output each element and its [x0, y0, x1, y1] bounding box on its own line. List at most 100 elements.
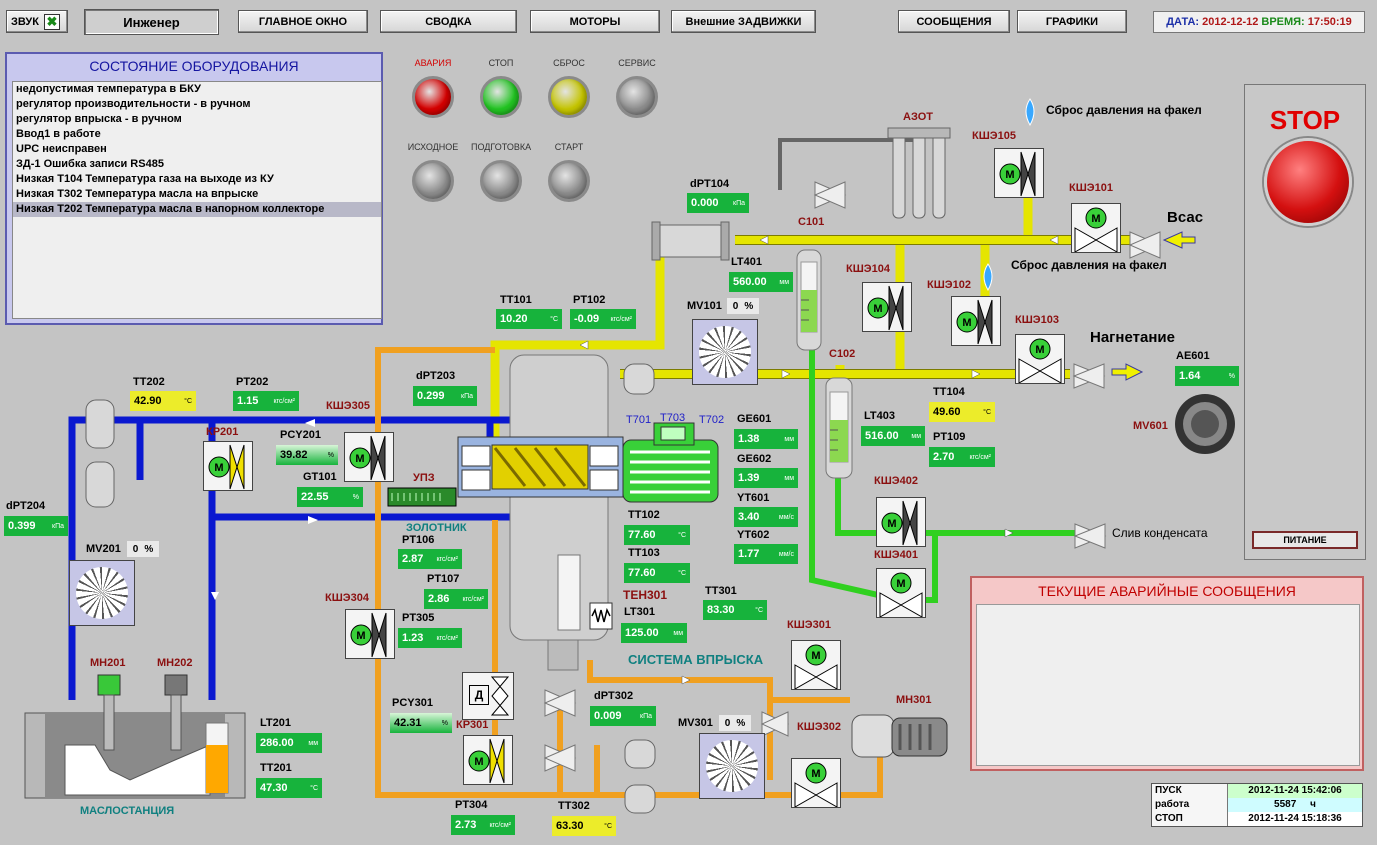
role-button[interactable]: Инженер [84, 9, 219, 35]
status-lamp-label: ПОДГОТОВКА [471, 142, 532, 152]
motor-valve-ksh3101[interactable]: M [1071, 203, 1121, 253]
equipment-state-item[interactable]: недопустимая температура в БКУ [16, 83, 201, 95]
reading-unit: °C [755, 606, 763, 614]
equipment-state-item[interactable]: регулятор впрыска - в ручном [16, 113, 182, 125]
mv101-unit: % [744, 300, 754, 312]
reading-label-ae601: AE601 [1176, 350, 1210, 362]
reading-label-tt201: TT201 [260, 762, 292, 774]
reading-value: 49.60 [933, 406, 961, 418]
motor-valve-ksh3104[interactable]: M [862, 282, 912, 332]
equipment-state-item[interactable]: Низкая Т202 Температура масла в напорном… [13, 202, 381, 217]
motors-button[interactable]: МОТОРЫ [530, 10, 660, 33]
status-lamp-label: АВАРИЯ [414, 58, 452, 68]
check-valve-k3301[interactable]: Д [462, 672, 514, 720]
reading-unit: мм [308, 739, 318, 747]
label-zolotnik: ЗОЛОТНИК [406, 522, 467, 534]
valve-label-ksh3302: КШЭ302 [797, 721, 841, 733]
emergency-stop-label: STOP [1269, 105, 1341, 135]
equipment-state-item[interactable]: UPC неисправен [16, 143, 107, 155]
reading-label-tt302: TT302 [558, 800, 590, 812]
reading-value: 83.30 [707, 604, 735, 616]
run-info-work-hours: 5587 [1274, 799, 1297, 810]
oil-pump-mn201-icon [97, 674, 121, 751]
reading-unit: °C [983, 408, 991, 416]
motor-valve-ksh3401[interactable]: M [876, 568, 926, 618]
label-flare-1: Сброс давления на факел [1046, 103, 1202, 117]
messages-button[interactable]: СООБЩЕНИЯ [898, 10, 1010, 33]
label-mv601: MV601 [1133, 420, 1168, 432]
motor-valve-ksh3305[interactable]: M [344, 432, 394, 482]
compressor-icon [457, 354, 624, 671]
sound-toggle-button[interactable]: ЗВУК ✖ [6, 10, 68, 33]
equipment-state-item[interactable]: Низкая Т104 Температура газа на выходе и… [16, 173, 274, 185]
status-lamp-label: ИСХОДНОЕ [407, 142, 459, 152]
valve-symbol-icon [491, 676, 509, 716]
reading-value: 286.00 [260, 737, 294, 749]
current-alarms-list[interactable] [976, 604, 1360, 766]
mv201-readout: 0% [127, 541, 159, 557]
charts-button[interactable]: ГРАФИКИ [1017, 10, 1127, 33]
valve-actuator-icon: M [350, 612, 387, 658]
summary-button[interactable]: СВОДКА [380, 10, 517, 33]
main-window-button[interactable]: ГЛАВНОЕ ОКНО [238, 10, 368, 33]
equipment-state-item[interactable]: ЗД-1 Ошибка записи RS485 [16, 158, 164, 170]
flare-flame-icon [983, 98, 1035, 292]
equipment-state-item[interactable]: Низкая Т302 Температура масла на впрыске [16, 188, 259, 200]
mv301-readout: 0% [719, 715, 751, 731]
equipment-state-title: СОСТОЯНИЕ ОБОРУДОВАНИЯ [7, 54, 381, 78]
reading-value: -0.09 [574, 313, 600, 325]
run-info-stop-value: 2012-11-24 15:18:36 [1228, 812, 1362, 826]
motor-valve-ksh3103[interactable]: M [1015, 334, 1065, 384]
motor-valve-ksh3304[interactable]: M [345, 609, 395, 659]
reading-value: 39.82 [280, 449, 308, 461]
emergency-stop-panel: STOP ПИТАНИЕ [1244, 84, 1366, 560]
reading-value: 3.40 [738, 511, 760, 523]
svg-text:M: M [896, 578, 905, 590]
fan-mv201-icon[interactable] [69, 560, 135, 626]
reading-label-dpt204: dPT204 [6, 500, 46, 512]
fan-mv101-icon[interactable] [692, 319, 758, 385]
label-t703: T703 [660, 412, 686, 424]
svg-text:M: M [1035, 344, 1044, 356]
reading-tt201: 47.30°C [256, 778, 322, 798]
valve-actuator-icon: M [794, 644, 838, 690]
run-info-start-label: ПУСК [1152, 784, 1228, 798]
reading-label-pt305: PT305 [402, 612, 435, 624]
valve-actuator-icon: M [794, 762, 838, 808]
reading-label-ge602: GE602 [737, 453, 772, 465]
motor-valve-ksh3402[interactable]: M [876, 497, 926, 547]
status-lamp-label: СБРОС [553, 58, 585, 68]
valve-actuator-icon: M [1074, 207, 1118, 253]
reading-unit: кПа [733, 199, 745, 207]
motor-valve-ksh3301[interactable]: M [791, 640, 841, 690]
status-lamp-icon [480, 76, 522, 118]
letter-d-icon: Д [469, 685, 489, 705]
motor-valve-kr201[interactable]: M [203, 441, 253, 491]
motor-valve-ksh3302[interactable]: M [791, 758, 841, 808]
external-valves-button[interactable]: Внешние ЗАДВИЖКИ [671, 10, 816, 33]
reading-value: 1.39 [738, 472, 760, 484]
mv301-unit: % [736, 717, 746, 729]
motor-valve-ksh3102[interactable]: M [951, 296, 1001, 346]
power-indicator: ПИТАНИЕ [1252, 531, 1358, 549]
equipment-state-item[interactable]: Ввод1 в работе [16, 128, 101, 140]
fan-mv301-icon[interactable] [699, 733, 765, 799]
svg-text:M: M [811, 768, 820, 780]
valve-actuator-icon: M [999, 151, 1036, 197]
emergency-stop-button[interactable] [1264, 138, 1352, 226]
reading-label-pcy201: PCY201 [280, 429, 321, 441]
motor-valve-ksh3105[interactable]: M [994, 148, 1044, 198]
motor-valve-kr301[interactable]: M [463, 735, 513, 785]
equipment-state-list[interactable]: недопустимая температура в БКУ регулятор … [12, 81, 382, 319]
reading-unit: кПа [52, 522, 64, 530]
equipment-state-item[interactable]: регулятор производительности - в ручном [16, 98, 251, 110]
reading-value: 2.70 [933, 451, 955, 463]
reading-tt101: 10.20°C [496, 309, 562, 329]
